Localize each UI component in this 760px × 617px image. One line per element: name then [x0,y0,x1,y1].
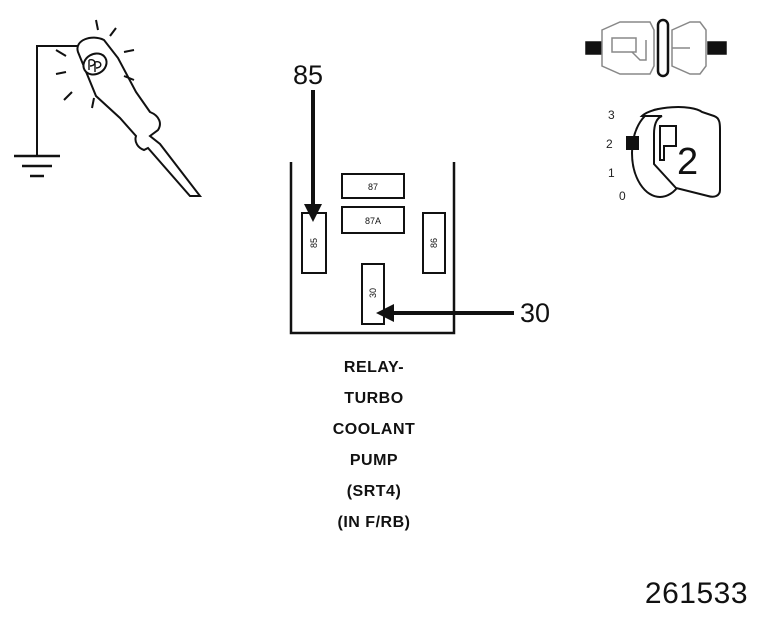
terminal-85-label: 85 [309,238,319,248]
terminal-86-label: 86 [429,238,439,248]
caption-line: TURBO [344,390,404,407]
callout-arrow-85 [304,90,322,222]
key-position-2: 2 [606,137,613,151]
key-selected-position: 2 [677,141,698,183]
key-position-1: 1 [608,166,615,180]
key-position-3: 3 [608,108,615,122]
callout-arrow-30 [376,304,514,322]
caption-line: PUMP [349,452,399,469]
relay-outline [289,162,456,335]
callout-label-30: 30 [520,298,550,328]
terminal-30-label: 30 [368,288,378,298]
connector-disconnected-icon [585,18,727,78]
terminal-87a-label: 87A [365,216,381,226]
caption-line: (SRT4) [346,483,402,500]
caption-line: COOLANT [332,421,416,438]
terminal-30[interactable]: 30 [361,263,385,325]
ignition-key-icon [626,106,721,198]
caption-line: RELAY- [343,359,405,376]
terminal-87[interactable]: 87 [341,173,405,199]
terminal-86[interactable]: 86 [422,212,446,274]
test-light-icon [14,19,203,197]
caption-line: (IN F/RB) [337,514,411,531]
key-position-0: 0 [619,189,626,203]
terminal-85[interactable]: 85 [301,212,327,274]
terminal-87a[interactable]: 87A [341,206,405,234]
terminal-87-label: 87 [368,182,378,192]
callout-label-85: 85 [293,60,323,90]
figure-id: 261533 [644,577,748,610]
ground-icon [14,154,60,178]
relay-caption: RELAY- TURBO COOLANT PUMP (SRT4) (IN F/R… [264,352,484,538]
